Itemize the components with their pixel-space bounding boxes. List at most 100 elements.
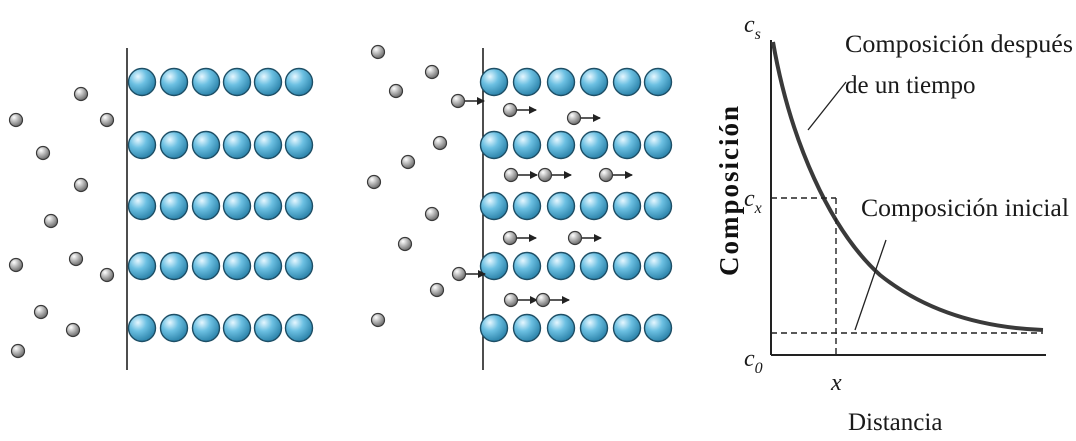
diffusing-atom <box>598 167 614 183</box>
diffusing-atoms <box>8 86 115 359</box>
diffusing-atom <box>424 64 440 80</box>
diffusing-atom <box>8 257 24 273</box>
diffusing-atom <box>366 174 382 190</box>
diffusing-atom <box>397 236 413 252</box>
host-atom <box>253 313 283 343</box>
diffusing-atom <box>566 110 582 126</box>
host-atom <box>284 130 314 160</box>
host-atom <box>546 191 576 221</box>
host-atom <box>612 313 642 343</box>
host-atom <box>222 130 252 160</box>
diffusing-atom <box>99 112 115 128</box>
diffusing-atom <box>400 154 416 170</box>
host-atom <box>479 251 509 281</box>
diffusing-atom <box>99 267 115 283</box>
initial-composition-label: Composición inicial <box>861 195 1069 222</box>
host-atom <box>127 251 157 281</box>
host-atom <box>546 251 576 281</box>
host-atom <box>159 313 189 343</box>
diffusing-atom <box>503 167 519 183</box>
diffusing-atom <box>535 292 551 308</box>
host-atom <box>512 191 542 221</box>
diffusing-atom <box>451 266 467 282</box>
curve-label-leader <box>807 81 847 131</box>
host-atom <box>612 67 642 97</box>
diffusing-atom <box>33 304 49 320</box>
host-atom <box>479 130 509 160</box>
diffusing-atom <box>432 135 448 151</box>
host-atom <box>643 130 673 160</box>
host-atom <box>284 313 314 343</box>
host-atom <box>127 191 157 221</box>
host-atom <box>127 130 157 160</box>
tick-cx: cx <box>744 186 762 217</box>
host-atom <box>127 313 157 343</box>
host-atom <box>579 67 609 97</box>
host-atom <box>253 130 283 160</box>
host-atom <box>253 67 283 97</box>
panel-initial-state <box>8 48 314 370</box>
host-atom <box>253 191 283 221</box>
y-axis-title: Composición <box>714 104 744 276</box>
host-atom <box>222 67 252 97</box>
host-atom <box>159 191 189 221</box>
host-atom <box>612 191 642 221</box>
host-atom <box>579 191 609 221</box>
diffusing-atom <box>73 86 89 102</box>
diffusing-atom <box>502 230 518 246</box>
diffusing-atom <box>8 112 24 128</box>
host-atom <box>253 251 283 281</box>
host-atom <box>222 313 252 343</box>
host-atom <box>479 67 509 97</box>
host-atom <box>643 67 673 97</box>
host-atom <box>546 130 576 160</box>
diffusing-atom <box>35 145 51 161</box>
host-atom <box>546 67 576 97</box>
host-atom <box>284 191 314 221</box>
tick-cs: cs <box>744 12 761 43</box>
diffusing-atom <box>567 230 583 246</box>
host-atom <box>191 313 221 343</box>
host-atom <box>222 251 252 281</box>
tick-x: x <box>830 370 842 396</box>
diffusing-atoms <box>366 44 633 328</box>
host-atom <box>643 313 673 343</box>
host-atom <box>159 251 189 281</box>
host-atom <box>191 251 221 281</box>
host-atom <box>512 313 542 343</box>
host-atom <box>579 251 609 281</box>
host-atom <box>159 67 189 97</box>
host-atom <box>191 130 221 160</box>
diffusing-atom <box>68 251 84 267</box>
host-atom <box>612 130 642 160</box>
diffusing-atom <box>43 213 59 229</box>
host-atom <box>191 191 221 221</box>
host-atom <box>191 67 221 97</box>
x-axis-title: Distancia <box>848 409 942 436</box>
host-atom <box>612 251 642 281</box>
host-atom <box>222 191 252 221</box>
diffusing-atom <box>537 167 553 183</box>
host-atom <box>479 313 509 343</box>
curve-label-line1: Composición después <box>845 31 1073 58</box>
tick-c0: c0 <box>744 346 763 377</box>
host-atom <box>479 191 509 221</box>
host-lattice <box>127 67 314 343</box>
host-atom <box>643 251 673 281</box>
diffusing-atom <box>503 292 519 308</box>
diffusing-atom <box>370 312 386 328</box>
diffusing-atom <box>370 44 386 60</box>
diffusing-atom <box>10 343 26 359</box>
host-atom <box>512 67 542 97</box>
diffusing-atom <box>424 206 440 222</box>
host-atom <box>284 67 314 97</box>
host-atom <box>546 313 576 343</box>
panel-after-time <box>366 44 673 370</box>
host-atom <box>579 313 609 343</box>
initial-label-leader <box>854 239 887 331</box>
diffusing-atom <box>450 93 466 109</box>
diffusing-atom <box>502 102 518 118</box>
diffusing-atom <box>388 83 404 99</box>
diffusing-atom <box>429 282 445 298</box>
